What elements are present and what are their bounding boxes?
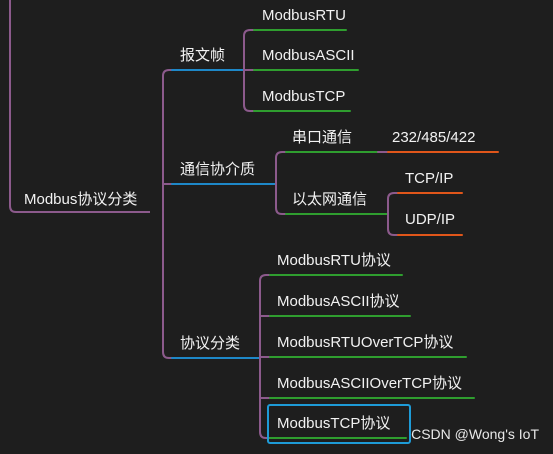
protocols-bracket-arm-4	[259, 431, 270, 439]
branch-frame[interactable]: 报文帧	[180, 47, 226, 64]
leaf-modbus-tcp[interactable]: ModbusTCP	[262, 88, 346, 105]
medium-bracket-arm-1	[275, 207, 286, 215]
leaf-modbus-rtu-protocol[interactable]: ModbusRTU协议	[277, 252, 391, 269]
root-spine	[9, 0, 150, 213]
root-bracket-arm-0	[162, 69, 172, 77]
ethernet-bracket-arm-1	[387, 228, 398, 236]
watermark: CSDN @Wong's IoT	[411, 426, 539, 442]
leaf-modbus-rtu-over-tcp-protocol[interactable]: ModbusRTUOverTCP协议	[277, 334, 454, 351]
leaf-udp-ip[interactable]: UDP/IP	[405, 211, 456, 228]
protocols-bracket-arm-0	[259, 274, 270, 282]
leaf-modbus-ascii-over-tcp-protocol[interactable]: ModbusASCIIOverTCP协议	[277, 375, 463, 392]
leaf-modbus-rtu[interactable]: ModbusRTU	[262, 7, 346, 24]
branch-medium[interactable]: 通信协介质	[180, 161, 256, 178]
leaf-tcp-ip[interactable]: TCP/IP	[405, 170, 454, 187]
leaf-modbus-tcp-protocol[interactable]: ModbusTCP协议	[277, 415, 391, 432]
ethernet-bracket-arm-0	[387, 192, 398, 200]
root-node[interactable]: Modbus协议分类	[24, 191, 138, 208]
medium-bracket-arm-0	[275, 151, 286, 159]
frame-bracket-arm-0	[243, 29, 254, 37]
leaf-modbus-ascii-protocol[interactable]: ModbusASCII协议	[277, 293, 400, 310]
node-ethernet[interactable]: 以太网通信	[292, 191, 368, 208]
selection-highlight	[267, 404, 411, 444]
root-bracket-arm-2	[162, 351, 172, 359]
branch-protocols[interactable]: 协议分类	[180, 335, 241, 352]
node-serial[interactable]: 串口通信	[292, 129, 353, 146]
leaf-serial-standards[interactable]: 232/485/422	[392, 129, 476, 146]
leaf-modbus-ascii[interactable]: ModbusASCII	[262, 47, 355, 64]
frame-bracket-arm-2	[243, 104, 254, 112]
